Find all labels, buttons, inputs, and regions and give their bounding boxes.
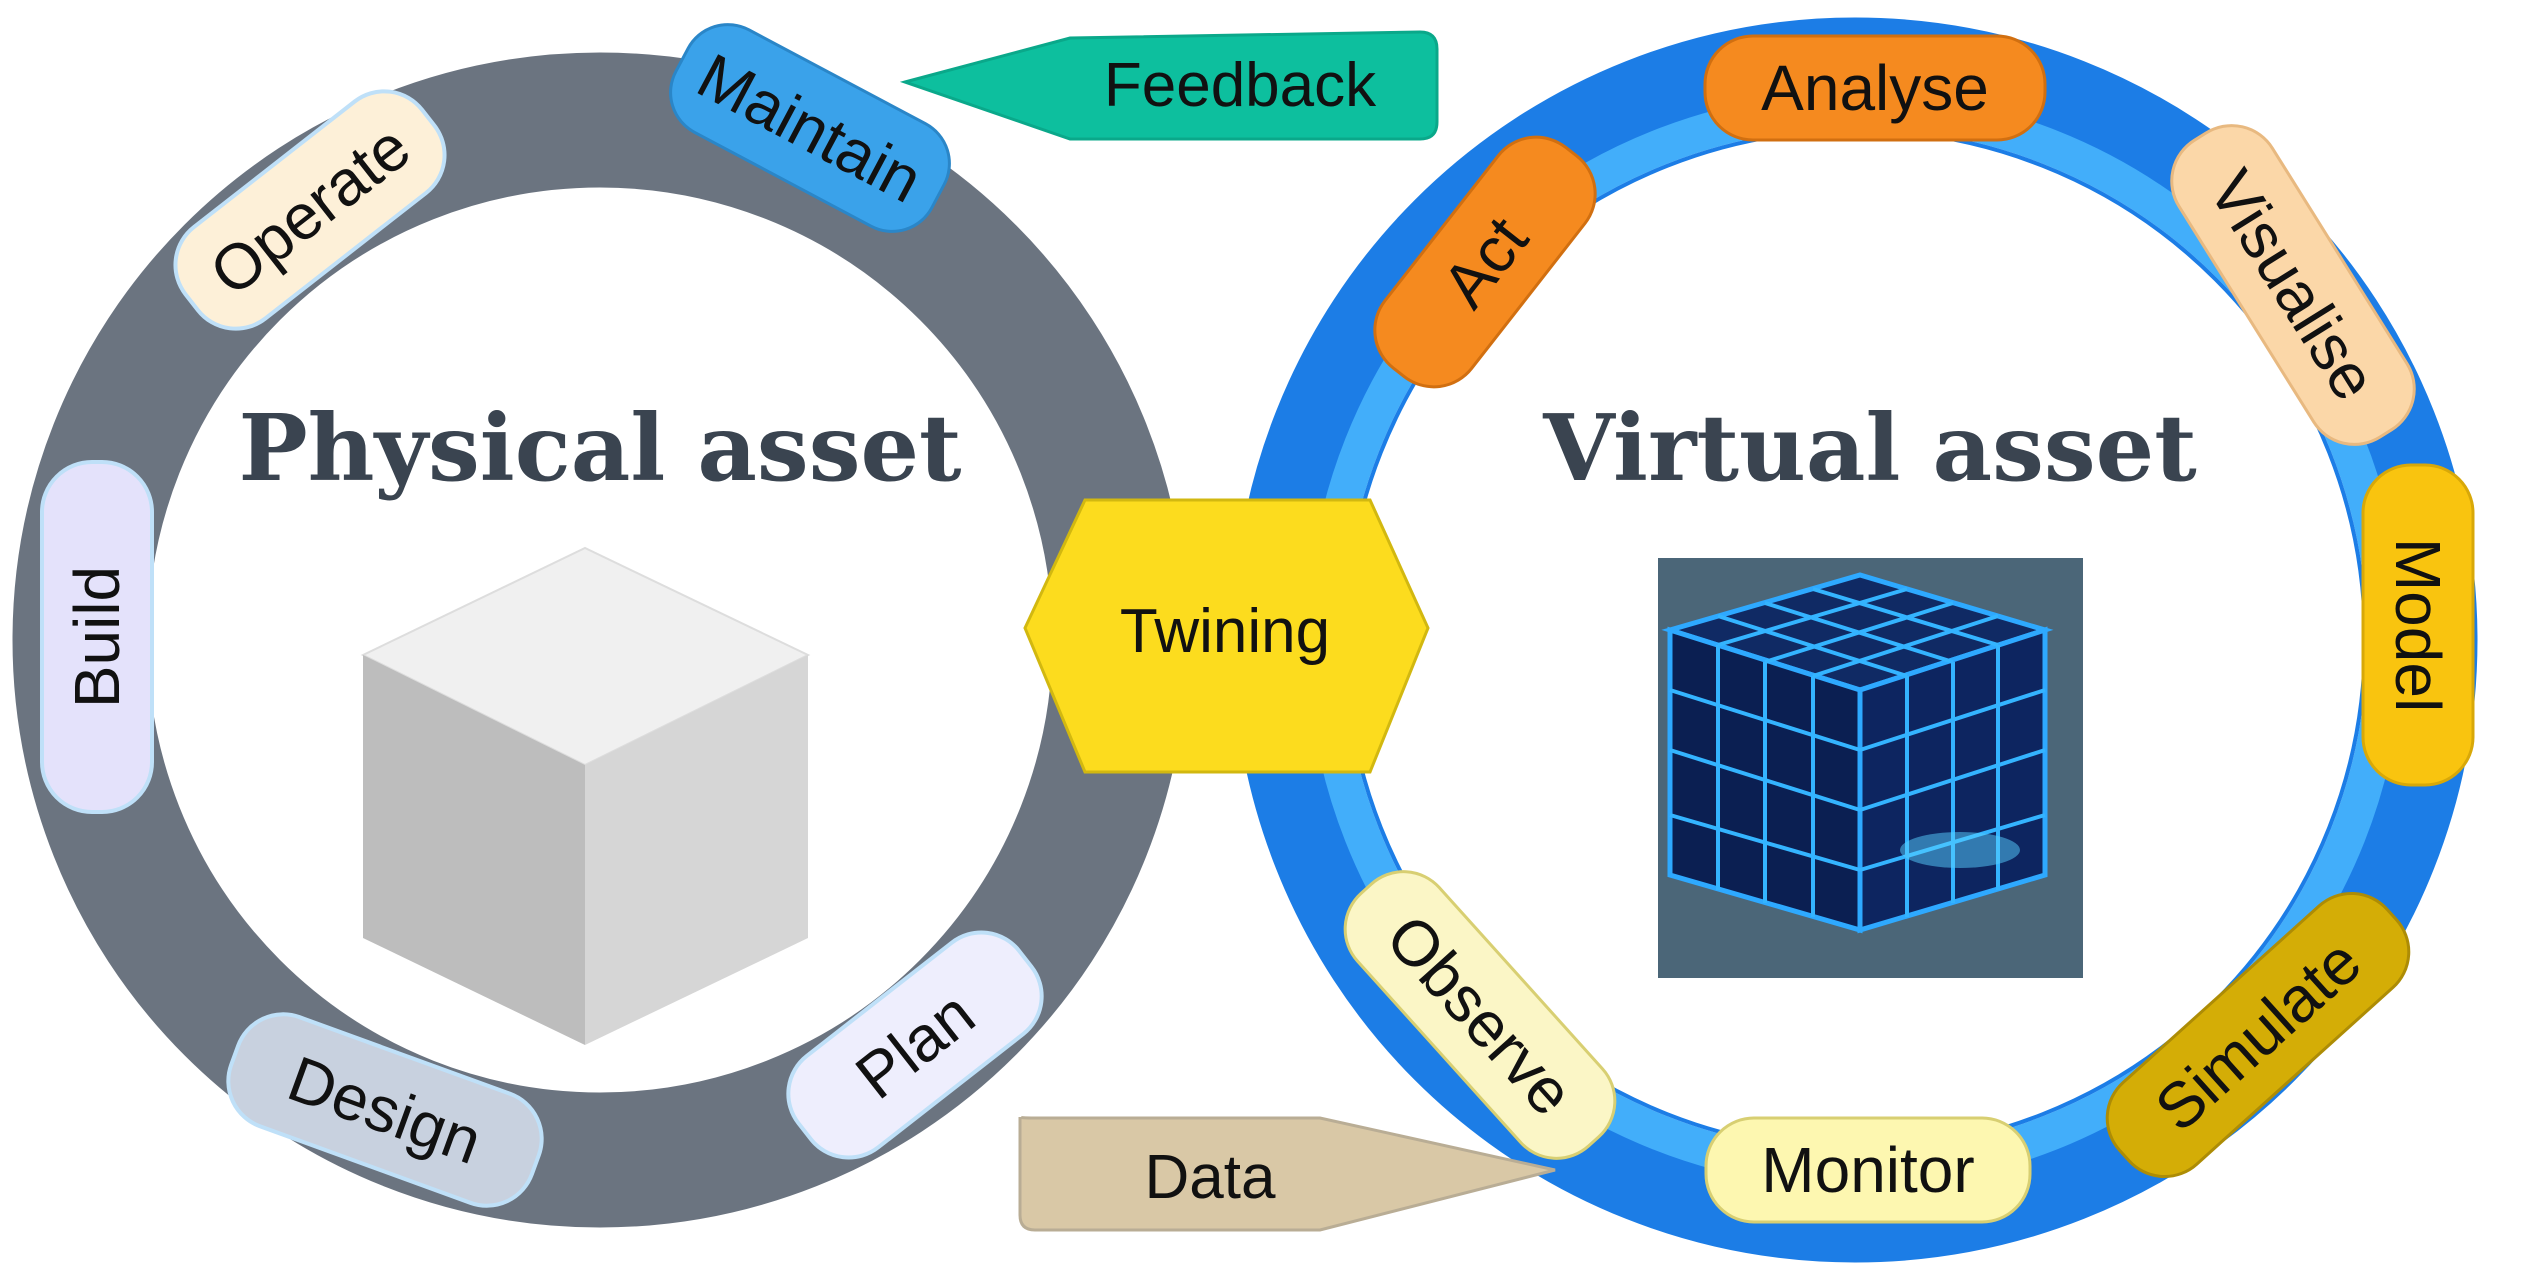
data-arrow: Data (1018, 1115, 1556, 1232)
stage-monitor-label: Monitor (1761, 1134, 1974, 1206)
twining-hexagon: Twining (1023, 498, 1430, 774)
stage-model-label: Model (2382, 538, 2454, 712)
feedback-label: Feedback (1104, 51, 1377, 120)
virtual-cube-image (1658, 558, 2083, 978)
stage-simulate: Simulate (2105, 891, 2411, 1179)
feedback-arrow: Feedback (899, 30, 1439, 141)
stage-monitor: Monitor (1704, 1116, 2032, 1224)
physical-cube (360, 546, 811, 1045)
stage-design: Design (226, 1012, 544, 1208)
stage-act: Act (1373, 135, 1597, 389)
stage-model: Model (2361, 463, 2475, 787)
twining-label: Twining (1120, 597, 1330, 666)
stage-build-label: Build (61, 566, 133, 708)
physical-title: Physical asset (238, 394, 962, 502)
data-label: Data (1145, 1143, 1276, 1212)
stage-analyse: Analyse (1703, 34, 2047, 142)
stage-analyse-label: Analyse (1761, 52, 1989, 124)
stage-build: Build (40, 460, 154, 814)
virtual-title: Virtual asset (1542, 394, 2197, 502)
